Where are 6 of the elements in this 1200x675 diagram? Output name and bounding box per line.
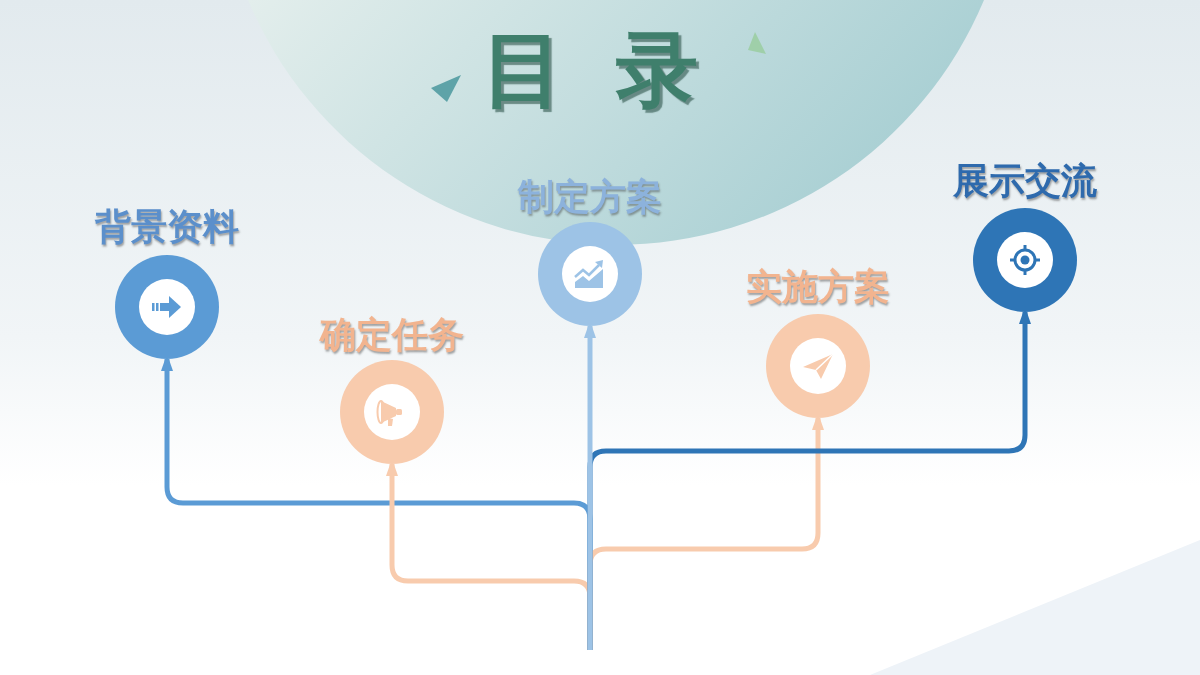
section-heading: 展示交流 bbox=[953, 159, 1097, 203]
section-heading: 实施方案 bbox=[746, 265, 890, 309]
title: 目 录 bbox=[481, 22, 711, 118]
section-heading: 制定方案 bbox=[518, 175, 662, 219]
section-heading: 背景资料 bbox=[95, 205, 239, 249]
section-heading: 确定任务 bbox=[320, 313, 464, 357]
